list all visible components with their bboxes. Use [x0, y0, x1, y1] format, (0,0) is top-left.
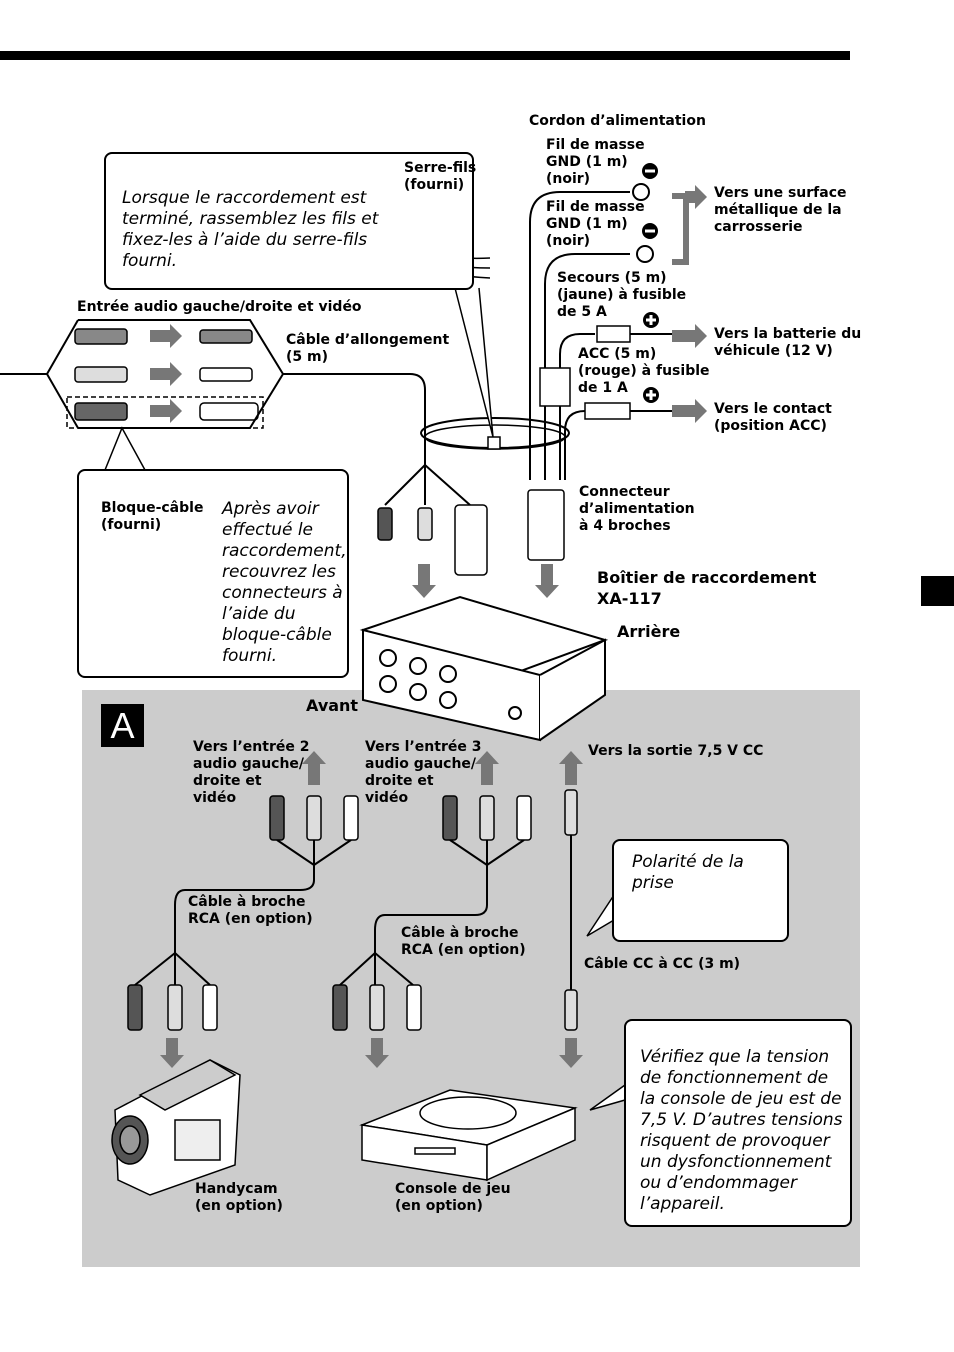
rca-cable-1-label: Câble à broche RCA (en option)	[188, 894, 313, 927]
cable-tie-note-box	[104, 152, 474, 290]
polarity-label: Polarité de la prise	[632, 852, 744, 893]
top-rule	[0, 51, 850, 60]
extension-cable	[283, 373, 426, 470]
handycam-illustration	[111, 1059, 241, 1196]
acc-wire-label: ACC (5 m) (rouge) à fusible de 1 A	[578, 346, 710, 396]
to-input2-label: Vers l’entrée 2 audio gauche/ droite et …	[193, 739, 310, 806]
ground-terminal-1	[632, 183, 650, 201]
voltage-note-box	[624, 1019, 852, 1227]
junction-box	[359, 595, 609, 742]
minus-icon	[642, 163, 658, 179]
plus-icon	[643, 387, 659, 403]
section-tab	[921, 576, 954, 606]
cable-clamp-note: Après avoir effectué le raccordement, re…	[222, 499, 347, 666]
power-wires	[529, 191, 680, 480]
rca-plugs-section-a	[127, 789, 578, 1031]
console-label: Console de jeu (en option)	[395, 1181, 511, 1214]
fuse-5a	[596, 325, 631, 343]
rca-cable-2-label: Câble à broche RCA (en option)	[401, 925, 526, 958]
polarity-note-box	[612, 839, 789, 942]
junction-box-jacks	[379, 649, 522, 720]
handycam-label: Handycam (en option)	[195, 1181, 283, 1214]
cable-tie-note: Lorsque le raccordement est terminé, ras…	[122, 188, 379, 271]
to-dc-out-label: Vers la sortie 7,5 V CC	[588, 743, 764, 759]
console-illustration	[359, 1089, 578, 1182]
dashed-highlight	[66, 396, 264, 429]
to-chassis-label: Vers une surface métallique de la carros…	[714, 185, 847, 235]
rear-label: Arrière	[617, 622, 681, 641]
ground-terminal-2	[636, 245, 654, 263]
dc-cable-label: Câble CC à CC (3 m)	[584, 956, 741, 972]
to-acc-label: Vers le contact (position ACC)	[714, 401, 832, 434]
power-connector-label: Connecteur d’alimentation à 4 broches	[579, 484, 695, 534]
front-label: Avant	[306, 696, 359, 715]
to-battery-label: Vers la batterie du véhicule (12 V)	[714, 326, 862, 359]
chassis-bracket	[672, 193, 689, 265]
ground-wire-2-label: Fil de masse GND (1 m) (noir)	[546, 199, 645, 249]
voltage-note: Vérifiez que la tension de fonctionnemen…	[640, 1047, 843, 1214]
to-input3-label: Vers l’entrée 3 audio gauche/ droite et …	[365, 739, 482, 806]
backup-wire-label: Secours (5 m) (jaune) à fusible de 5 A	[557, 270, 687, 320]
minus-icon	[642, 223, 658, 239]
extension-cable-label: Câble d’allongement (5 m)	[286, 332, 450, 365]
cable-tie-label: Serre-fils (fourni)	[404, 160, 477, 193]
plugs-top	[377, 489, 565, 576]
plus-icon	[643, 312, 659, 328]
rca-cables-section-a	[134, 835, 572, 990]
cable-clamp-label: Bloque-câble (fourni)	[101, 500, 204, 533]
grey-arrows	[150, 185, 707, 1068]
fuse-1a	[584, 402, 631, 420]
cable-clamp-note-box	[77, 469, 349, 678]
av-input-label: Entrée audio gauche/droite et vidéo	[77, 299, 362, 315]
junction-box-label: Boîtier de raccordement XA-117	[597, 568, 817, 608]
section-letter-badge: A	[101, 704, 144, 747]
input-connectors	[74, 328, 259, 421]
power-cord-title: Cordon d’alimentation	[529, 113, 706, 129]
ground-wire-1-label: Fil de masse GND (1 m) (noir)	[546, 137, 645, 187]
